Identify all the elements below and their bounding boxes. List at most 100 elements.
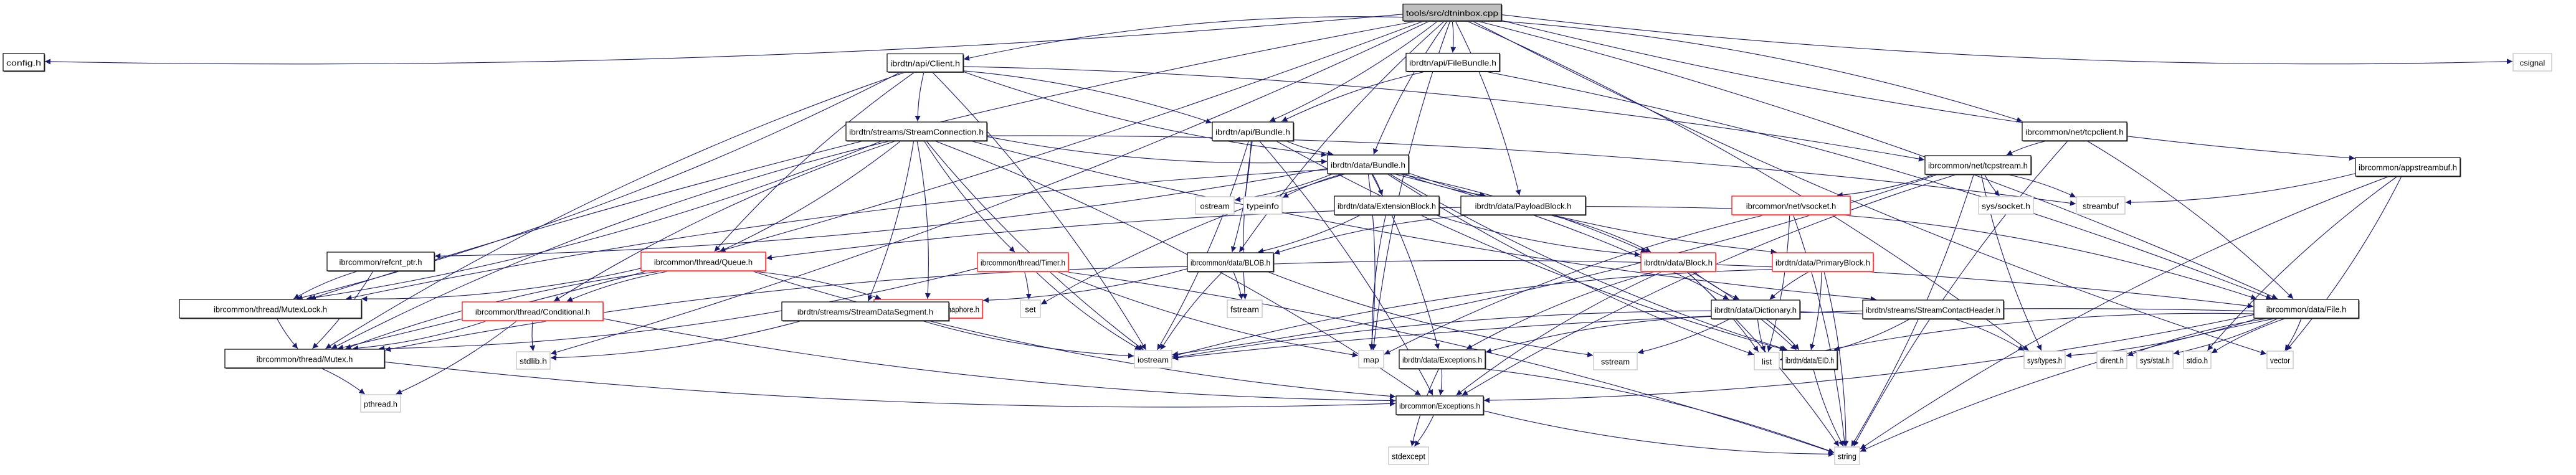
- node-set: set: [1020, 299, 1041, 318]
- node-box: [2253, 299, 2359, 319]
- edge-streamconn-to-streambuf: [986, 135, 2076, 206]
- edge-queue-to-mutex: [345, 270, 665, 350]
- edge-client-to-iostream: [931, 72, 1146, 350]
- node-box: [2266, 350, 2294, 369]
- node-dictionary[interactable]: ibrdtn/data/Dictionary.h: [1711, 299, 1801, 320]
- edge-conditional-to-commonexceptions: [602, 318, 1396, 404]
- edge-tcpstream-to-streambuf: [2006, 174, 2076, 198]
- edge-client-to-tcpstream: [962, 66, 1925, 162]
- node-box: [1862, 299, 2004, 319]
- edge-vsocket-to-map: [1384, 214, 1766, 355]
- node-box: [1334, 195, 1440, 215]
- node-box: [1358, 350, 1384, 369]
- node-datasegment[interactable]: ibrdtn/streams/StreamDataSegment.h: [781, 301, 950, 322]
- edge-tcpclient-to-file: [2086, 140, 2294, 299]
- node-label: ibrdtn/api/Bundle.h: [1215, 128, 1290, 137]
- node-box: [2096, 350, 2127, 369]
- edge-root-to-databundle: [1373, 21, 1448, 155]
- edge-datasegment-to-stdlib: [550, 320, 802, 361]
- node-box: [1834, 446, 1860, 465]
- node-timer[interactable]: ibrcommon/thread/Timer.h: [977, 252, 1070, 273]
- node-label: stdexcept: [1392, 452, 1425, 461]
- edge-mutex-to-commonexceptions: [384, 361, 1396, 408]
- edge-streamconn-to-semaphore: [916, 140, 931, 299]
- edge-vsocket-to-queue: [766, 206, 1732, 261]
- edge-payloadblock-to-block: [1548, 214, 1652, 253]
- node-label: csignal: [2520, 59, 2545, 68]
- node-commonexceptions[interactable]: ibrcommon/Exceptions.h: [1395, 395, 1485, 416]
- node-tcpstream[interactable]: ibrcommon/net/tcpstream.h: [1924, 155, 2032, 176]
- node-box: [1388, 446, 1429, 465]
- node-config[interactable]: config.h: [2, 53, 45, 72]
- node-block[interactable]: ibrdtn/data/Block.h: [1640, 252, 1717, 273]
- node-vsocket[interactable]: ibrcommon/net/vsocket.h: [1731, 195, 1851, 216]
- edge-file-to-sysstat: [2173, 317, 2279, 355]
- node-box: [781, 301, 949, 321]
- node-root[interactable]: tools/src/dtninbox.cpp: [1402, 3, 1503, 22]
- node-label: string: [1838, 452, 1856, 461]
- edge-root-to-mutexlock: [310, 20, 1419, 300]
- edge-databundle-to-refcnt: [434, 167, 1328, 259]
- node-eid[interactable]: ibrdtn/data/EID.h: [1782, 350, 1838, 370]
- edge-root-to-csignal: [1501, 14, 2513, 65]
- node-label: set: [1025, 305, 1036, 314]
- node-appstreambuf[interactable]: ibrcommon/appstreambuf.h: [2355, 157, 2461, 177]
- node-label: ibrcommon/net/tcpstream.h: [1928, 161, 2028, 171]
- edge-streamconn-to-conditional: [553, 140, 897, 302]
- edge-timer-to-string: [1062, 271, 1835, 454]
- edge-root-to-systypes: [1466, 20, 2029, 351]
- edge-streamconn-to-datasegment: [867, 140, 915, 302]
- node-label: ibrdtn/data/Bundle.h: [1331, 161, 1405, 170]
- node-box: [640, 252, 766, 271]
- node-csignal: csignal: [2512, 53, 2552, 72]
- edge-root-to-file: [1476, 20, 2278, 299]
- node-box: [1212, 121, 1294, 141]
- node-box: [2022, 121, 2127, 141]
- node-payloadblock[interactable]: ibrdtn/data/PayloadBlock.h: [1460, 195, 1587, 216]
- node-file[interactable]: ibrcommon/data/File.h: [2253, 299, 2360, 319]
- node-queue[interactable]: ibrcommon/thread/Queue.h: [640, 252, 767, 272]
- edge-databundle-to-mutexlock: [346, 169, 1328, 301]
- edge-file-to-string: [1860, 317, 2278, 452]
- edge-queue-to-semaphore: [748, 270, 882, 300]
- edge-root-to-filebundle: [1450, 21, 1457, 53]
- node-label: ibrcommon/data/BLOB.h: [1191, 258, 1270, 268]
- node-syssocket: sys/socket.h: [1978, 196, 2034, 215]
- edge-root-to-stdlib: [550, 21, 1430, 355]
- edge-extblock-to-map: [1369, 214, 1387, 350]
- node-box: [1134, 350, 1172, 369]
- node-tcpclient[interactable]: ibrcommon/net/tcpclient.h: [2022, 121, 2128, 142]
- node-blob[interactable]: ibrcommon/data/BLOB.h: [1187, 252, 1275, 273]
- node-stdlib: stdlib.h: [516, 351, 551, 370]
- node-streamconn[interactable]: ibrdtn/streams/StreamConnection.h: [845, 121, 988, 142]
- node-label: ostream: [1200, 202, 1230, 211]
- node-label: ibrcommon/appstreambuf.h: [2359, 163, 2457, 172]
- node-primaryblock[interactable]: ibrdtn/data/PrimaryBlock.h: [1772, 252, 1875, 273]
- edge-blob-to-iostream: [1160, 271, 1224, 350]
- node-apibundle[interactable]: ibrdtn/api/Bundle.h: [1212, 121, 1295, 142]
- edge-client-to-databundle: [962, 71, 1328, 158]
- node-streambuf: streambuf: [2076, 196, 2126, 215]
- node-refcnt[interactable]: ibrcommon/refcnt_ptr.h: [326, 252, 435, 272]
- node-contactheader[interactable]: ibrdtn/streams/StreamContactHeader.h: [1862, 299, 2005, 320]
- node-extblock[interactable]: ibrdtn/data/ExtensionBlock.h: [1334, 195, 1440, 216]
- node-dataexceptions[interactable]: ibrdtn/data/Exceptions.h: [1399, 349, 1486, 370]
- node-client[interactable]: ibrdtn/api/Client.h: [886, 53, 964, 73]
- edge-blob-to-fstream: [1233, 271, 1244, 300]
- edge-streamconn-to-contactheader: [969, 140, 1876, 302]
- node-box: [1195, 196, 1235, 215]
- node-filebundle[interactable]: ibrdtn/api/FileBundle.h: [1405, 52, 1501, 73]
- node-label: map: [1363, 355, 1379, 365]
- node-box: [1711, 299, 1800, 319]
- node-label: ibrcommon/thread/Timer.h: [981, 258, 1065, 268]
- node-databundle[interactable]: ibrdtn/data/Bundle.h: [1327, 154, 1410, 175]
- node-vector: vector: [2266, 350, 2294, 369]
- edge-apibundle-to-fstream: [1242, 140, 1253, 300]
- node-mutexlock[interactable]: ibrcommon/thread/MutexLock.h: [179, 299, 363, 319]
- node-mutex[interactable]: ibrcommon/thread/Mutex.h: [224, 349, 386, 369]
- node-label: ibrcommon/net/tcpclient.h: [2025, 128, 2124, 137]
- node-label: ibrdtn/data/Exceptions.h: [1402, 355, 1482, 365]
- node-conditional[interactable]: ibrcommon/thread/Conditional.h: [462, 301, 604, 322]
- edge-file-to-stdio: [2211, 317, 2287, 354]
